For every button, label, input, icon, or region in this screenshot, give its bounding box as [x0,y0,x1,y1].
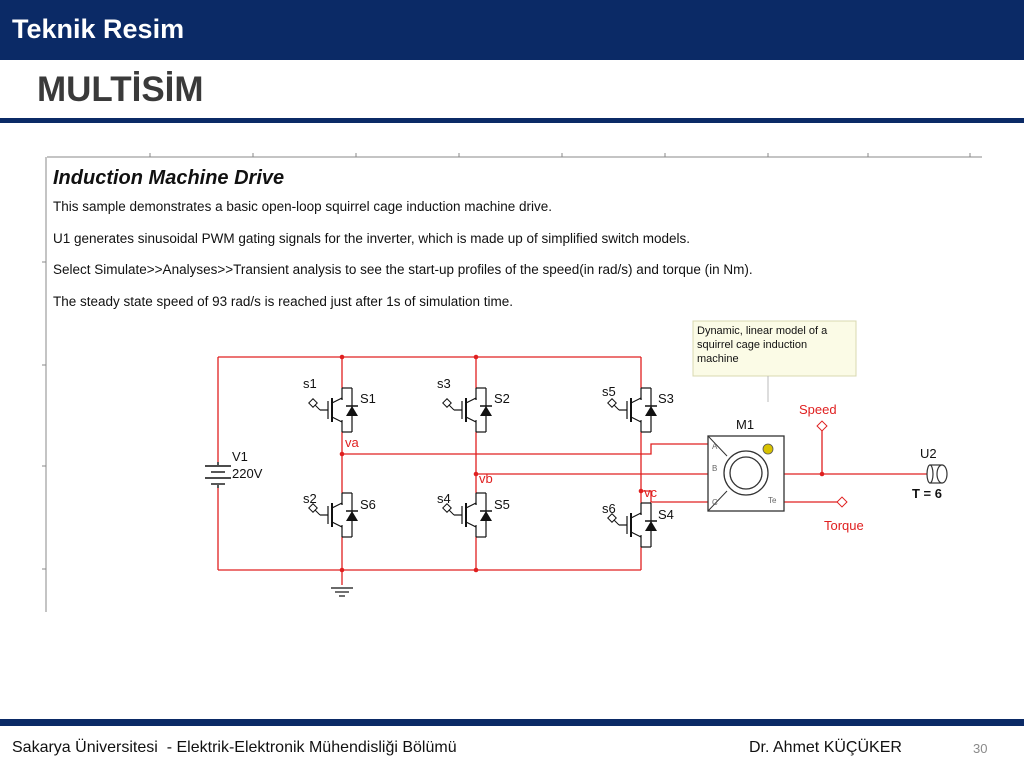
schematic-frame [42,153,982,612]
gate-label: s5 [602,384,616,399]
node-label-vc: vc [644,485,658,500]
motor-pin-c: C [712,498,718,507]
switch-label: S4 [658,507,674,522]
switch-label: S3 [658,391,674,406]
induction-motor [707,435,785,512]
speed-label: Speed [799,402,837,417]
switch-label: S1 [360,391,376,406]
torque-probe-icon [836,496,848,508]
motor-pin-b: B [712,464,717,473]
gate-label: s6 [602,501,616,516]
motor-name: M1 [736,417,754,432]
tooltip-line: machine [697,353,739,365]
footer-author: Dr. Ahmet KÜÇÜKER [749,739,902,756]
tooltip-line: squirrel cage induction [697,339,807,351]
motor-pin-te: Te [768,496,777,505]
header-title: Teknik Resim [12,14,185,44]
mechanical-load-icon [926,464,948,484]
load-value: T = 6 [912,486,942,501]
motor-pin-a: A [712,442,718,451]
wire-junctions [339,354,825,573]
description-line: U1 generates sinusoidal PWM gating signa… [53,231,690,246]
circuit-wires [217,356,930,585]
switch-label: S5 [494,497,510,512]
source-value: 220V [232,466,263,481]
header-bar: Teknik Resim [0,0,1024,60]
switch-symbol [441,387,493,433]
gate-label: s4 [437,491,451,506]
switch-label: S2 [494,391,510,406]
switch-symbol [307,387,359,433]
description-line: This sample demonstrates a basic open-lo… [53,199,552,214]
source-name: V1 [232,449,248,464]
gate-label: s1 [303,376,317,391]
slide-title: MULTİSİM [37,70,204,109]
page-number: 30 [973,741,988,756]
node-label-va: va [345,435,360,450]
dc-source-symbol [205,462,231,488]
header-divider [0,118,1024,123]
footer-institution: Sakarya Üniversitesi - Elektrik-Elektron… [12,739,457,756]
schematic-heading: Induction Machine Drive [53,167,284,189]
tooltip-box: Dynamic, linear model of a squirrel cage… [692,320,857,402]
footer-divider [0,719,1024,726]
tooltip-line: Dynamic, linear model of a [697,325,828,337]
description-line: Select Simulate>>Analyses>>Transient ana… [53,262,753,277]
switch-label: S6 [360,497,376,512]
description-line: The steady state speed of 93 rad/s is re… [53,294,513,309]
speed-probe-icon [816,420,828,432]
torque-label: Torque [824,518,864,533]
gate-label: s2 [303,491,317,506]
load-name: U2 [920,446,937,461]
gate-label: s3 [437,376,451,391]
node-label-vb: vb [479,471,493,486]
ground-symbol [331,587,353,597]
